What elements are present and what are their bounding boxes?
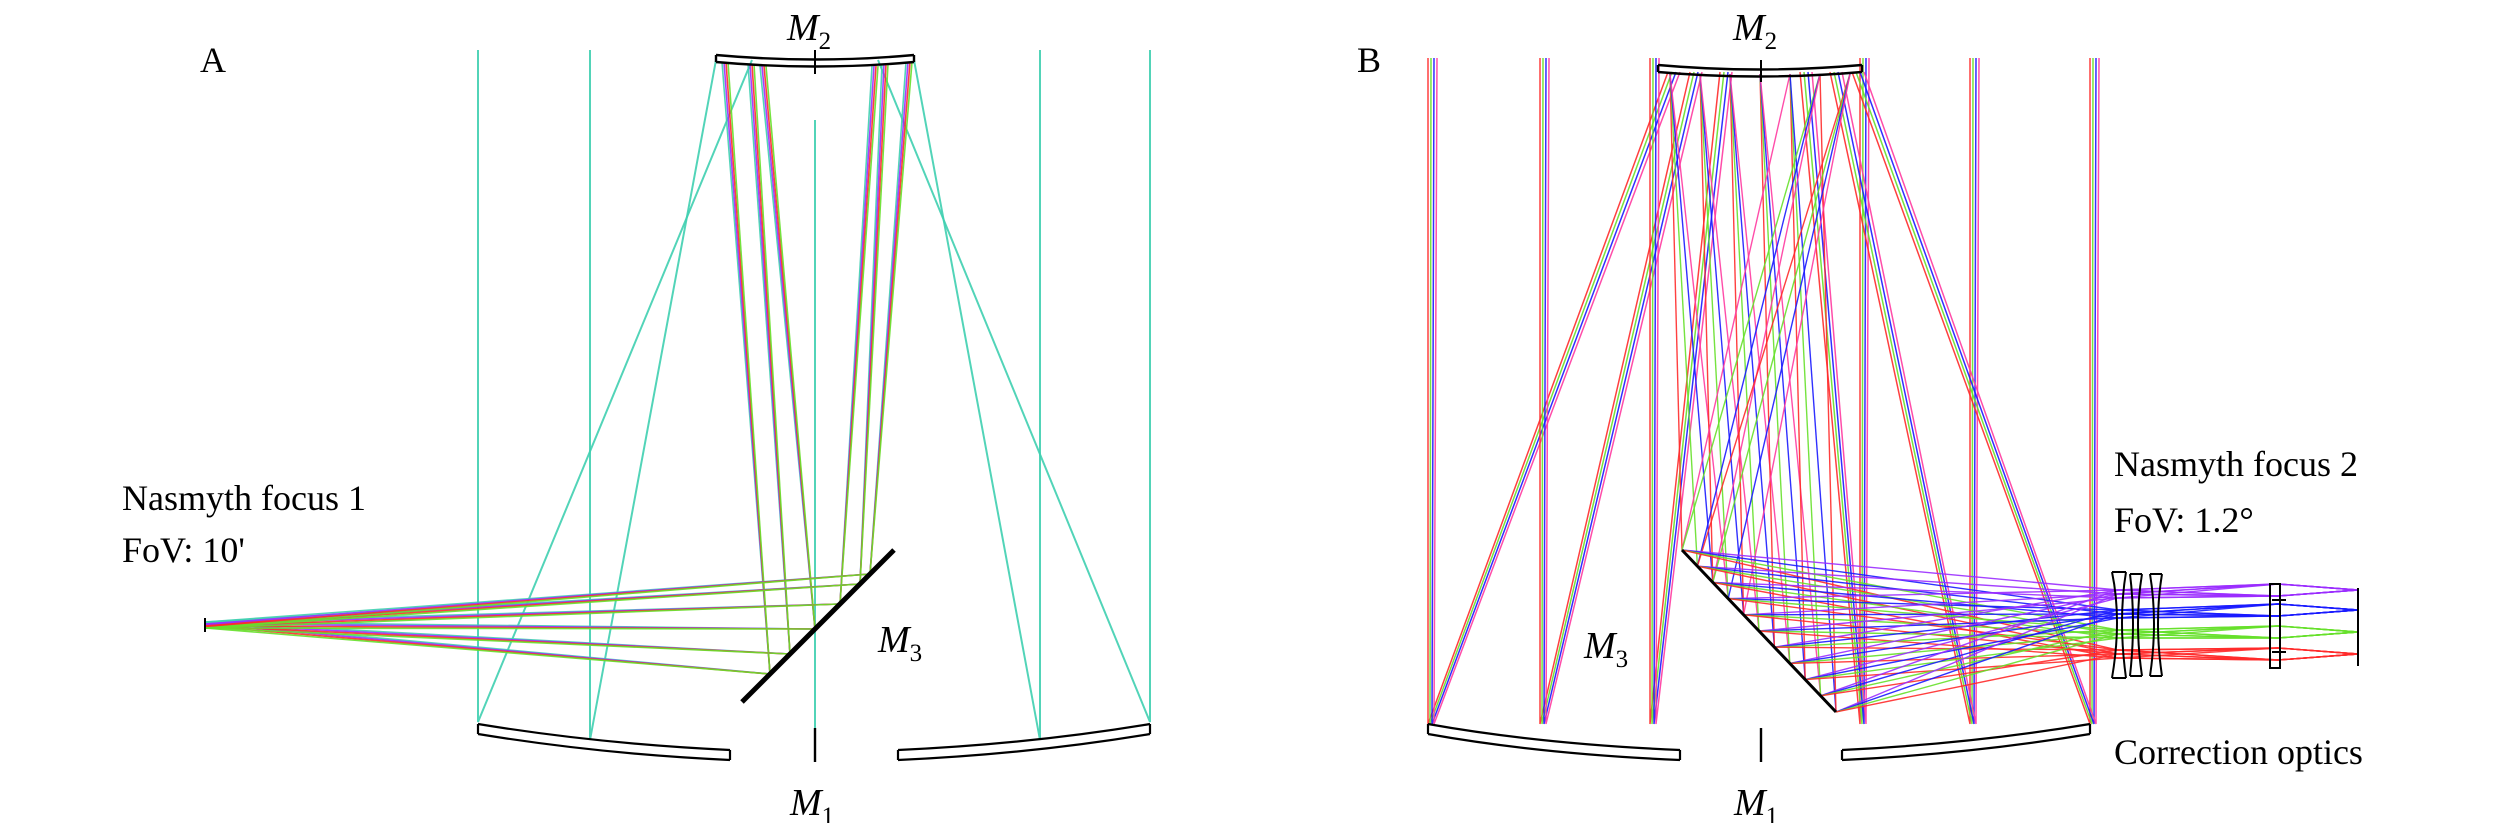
panel-b-ray (1811, 57, 1870, 725)
panel-b-ray (1729, 73, 1760, 632)
panel-b-ray (1729, 73, 1791, 664)
panel-a-ray (753, 63, 791, 655)
panel-a-primary-mirror-left (476, 722, 732, 762)
panel-b-focus-fov: FoV: 1.2° (2114, 500, 2254, 540)
panel-b-correction-lens-group (2111, 571, 2286, 679)
panel-a-ray (859, 63, 889, 585)
panel-b-m3-label: M3 (1583, 625, 1628, 673)
panel-a-ray (204, 627, 771, 675)
panel-b-ray (1820, 603, 2359, 697)
panel-a-ray-bundle (204, 50, 1151, 741)
panel-b-ray (1699, 73, 1714, 583)
panel-b-ray (1803, 57, 1864, 725)
panel-a-ray (589, 50, 717, 741)
panel-a-ray (204, 627, 791, 655)
panel-b-ray (1539, 58, 1691, 725)
panel-a-ray (204, 603, 841, 629)
panel-b-ray (1820, 647, 2359, 697)
panel-b-ray (1789, 73, 1822, 696)
panel-a-tertiary-mirror (740, 548, 896, 704)
panel-b-primary-mirror-right (1840, 722, 2092, 762)
panel-a-ray (727, 61, 771, 675)
panel-b-ray (1712, 73, 1821, 583)
panel-b-ray (1863, 57, 2100, 725)
panel-b-diagram: B Nasmyth focus 2 FoV: 1.2° Correction o… (1357, 7, 2363, 823)
panel-a-focus-fov: FoV: 10' (122, 530, 245, 570)
panel-a-ray (204, 627, 816, 630)
panel-b-ray-bundle (1427, 57, 2359, 725)
panel-b-ray (1681, 73, 1791, 551)
panel-b-ray (1835, 631, 2359, 713)
panel-b-ray (1651, 57, 1725, 725)
panel-b-ray (1759, 73, 1791, 664)
panel-b-ray (1712, 73, 1851, 583)
panel-a-ray (765, 65, 816, 630)
panel-b-ray (1835, 589, 2359, 713)
panel-b-ray (1855, 57, 2094, 725)
panel-a-m3-label: M3 (877, 619, 922, 667)
panel-b-ray (1729, 73, 1776, 648)
panel-b-ray (1681, 73, 1821, 551)
panel-a-focus-name: Nasmyth focus 1 (122, 478, 366, 518)
panel-a-label: A (200, 40, 226, 80)
panel-b-ray (1655, 57, 1733, 725)
panel-b-ray (1759, 73, 1776, 648)
panel-a-ray (877, 50, 1151, 723)
panel-b-ray (1833, 57, 1974, 725)
panel-b-ray (1653, 57, 1729, 725)
panel-b-ray (1799, 58, 1861, 725)
panel-b-ray (1829, 58, 1971, 725)
panel-b-ray (1543, 57, 1699, 725)
panel-a-ray (839, 65, 879, 605)
panel-b-ray (1759, 73, 1822, 696)
panel-b-secondary-mirror (1656, 63, 1864, 78)
panel-b-ray (1669, 73, 1729, 599)
panel-b-ray (1699, 73, 1729, 599)
panel-b-ray (1835, 609, 2359, 713)
panel-a-diagram: A Nasmyth focus 1 FoV: 10' M2 M1 M3 (122, 7, 1152, 823)
panel-b-ray (1699, 73, 1760, 632)
panel-b-ray (1729, 73, 1745, 615)
panel-a-m1-label: M1 (789, 782, 834, 823)
panel-a-ray (204, 583, 861, 629)
panel-b-m1-label: M1 (1733, 782, 1778, 823)
panel-b-ray (1699, 73, 1745, 615)
panel-b-ray (1835, 653, 2359, 713)
panel-b-ray (1669, 73, 1699, 567)
panel-b-primary-mirror-left (1426, 722, 1682, 762)
panel-b-ray (1820, 583, 2359, 697)
panel-b-ray (1807, 57, 1867, 725)
panel-b-correction-label: Correction optics (2114, 732, 2363, 772)
panel-b-ray (1837, 57, 1977, 725)
panel-a-m2-label: M2 (786, 7, 831, 55)
panel-b-ray (1696, 73, 1851, 567)
panel-a-ray (204, 573, 871, 629)
panel-b-ray (1696, 73, 1821, 567)
panel-b-focus-name: Nasmyth focus 2 (2114, 444, 2358, 484)
panel-b-tertiary-mirror (1680, 548, 1838, 714)
panel-a-primary-mirror-right (896, 722, 1152, 762)
panel-b-ray (1841, 57, 1980, 725)
panel-a-ray (477, 50, 753, 723)
panel-b-ray (1669, 73, 1714, 583)
panel-a-ray (913, 50, 1041, 741)
panel-b-ray (1819, 73, 1837, 713)
panel-b-ray (1727, 73, 1851, 599)
panel-b-m2-label: M2 (1732, 7, 1777, 55)
panel-b-ray (1541, 57, 1695, 725)
panel-b-ray (1859, 57, 2097, 725)
panel-a-ray (869, 61, 913, 575)
panel-b-ray (1742, 73, 1851, 615)
panel-b-label: B (1357, 40, 1381, 80)
panel-b-ray (1649, 58, 1721, 725)
panel-b-ray (1669, 73, 1683, 551)
panel-b-ray (1820, 625, 2359, 697)
